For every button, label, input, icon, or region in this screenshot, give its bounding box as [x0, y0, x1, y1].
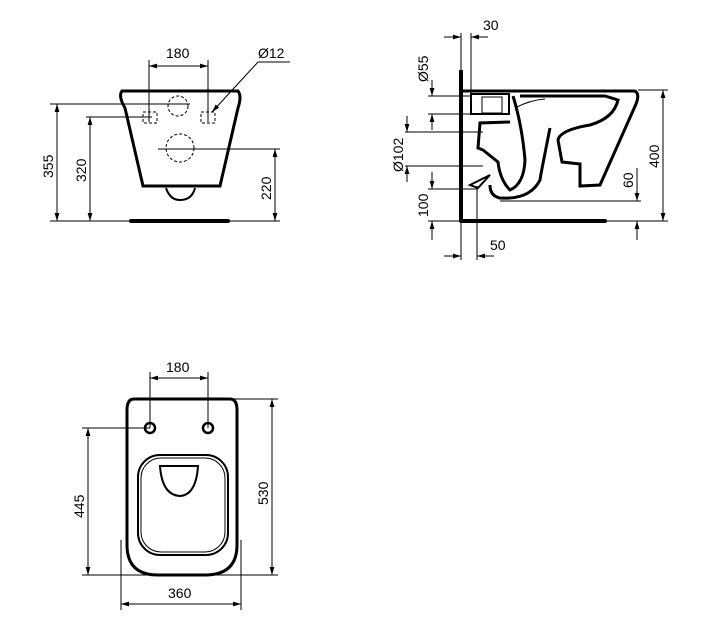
- side-view: 30 Ø55 Ø102 100 50 60 400: [390, 17, 668, 260]
- dim-60-label: 60: [620, 172, 636, 188]
- dim-445-label: 445: [71, 494, 87, 518]
- dim-360-label: 360: [168, 585, 192, 601]
- dim-400-label: 400: [646, 144, 662, 168]
- drain-outline: [165, 187, 196, 202]
- dim-50-label: 50: [490, 237, 506, 253]
- dim-diameter-12-label: Ø12: [258, 45, 285, 61]
- inlet-circle: [167, 95, 189, 117]
- dim-diameter-55-label: Ø55: [415, 55, 431, 82]
- dim-355-label: 355: [40, 154, 56, 178]
- dim-30-label: 30: [483, 17, 499, 33]
- seat-inner: [137, 454, 229, 556]
- dim-100-label: 100: [415, 193, 431, 217]
- dim-530-label: 530: [255, 481, 271, 505]
- bowl-outline: [119, 89, 242, 188]
- dim-diameter-102-label: Ø102: [390, 138, 406, 172]
- outlet-circle: [165, 133, 195, 163]
- dim-320-label: 320: [73, 158, 89, 182]
- dim-180-top-label: 180: [166, 359, 190, 375]
- dim-220-label: 220: [258, 176, 274, 200]
- bowl-opening: [158, 465, 200, 498]
- front-view: 180 Ø12 355 320 220: [40, 45, 290, 223]
- top-view: 180 445 530 360: [71, 359, 278, 610]
- bowl-section: [463, 89, 640, 188]
- dim-180-label: 180: [166, 45, 190, 61]
